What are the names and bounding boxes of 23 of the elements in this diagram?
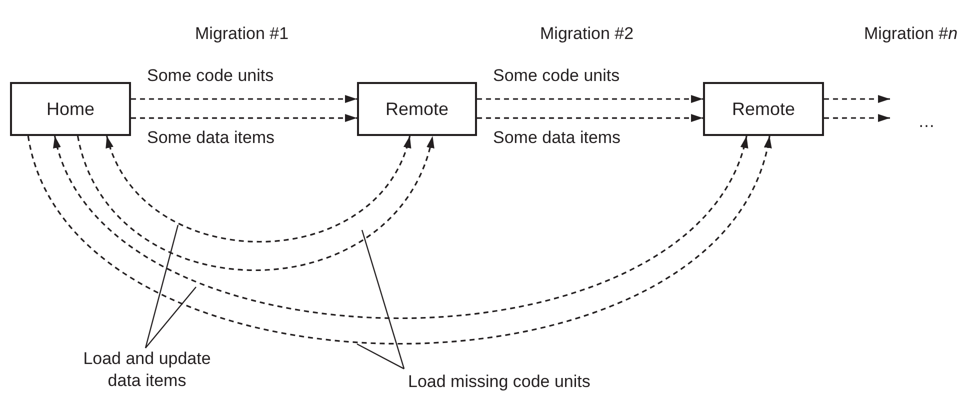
arrow xyxy=(77,136,434,271)
leader-line xyxy=(356,343,404,370)
arrow xyxy=(27,136,770,344)
process-box: Remote xyxy=(703,82,824,136)
arrow xyxy=(824,95,890,103)
column-heading: Migration #n xyxy=(864,24,958,44)
continuation-mark: … xyxy=(918,112,935,132)
leader-line xyxy=(144,224,179,348)
leader-line xyxy=(361,230,405,369)
column-heading: Migration #1 xyxy=(195,24,289,44)
process-box: Home xyxy=(10,82,131,136)
column-heading: Migration #2 xyxy=(540,24,634,44)
arrow xyxy=(131,95,357,103)
callout-text: Load missing code units xyxy=(408,371,670,393)
callout-text: Load and update data items xyxy=(72,348,222,394)
leader-line xyxy=(145,286,196,348)
arrow xyxy=(131,114,357,122)
arrow xyxy=(477,95,703,103)
arrow xyxy=(54,136,748,319)
arrow xyxy=(477,114,703,122)
arrow xyxy=(824,114,890,122)
process-box: Remote xyxy=(357,82,477,136)
arrow xyxy=(106,136,411,242)
